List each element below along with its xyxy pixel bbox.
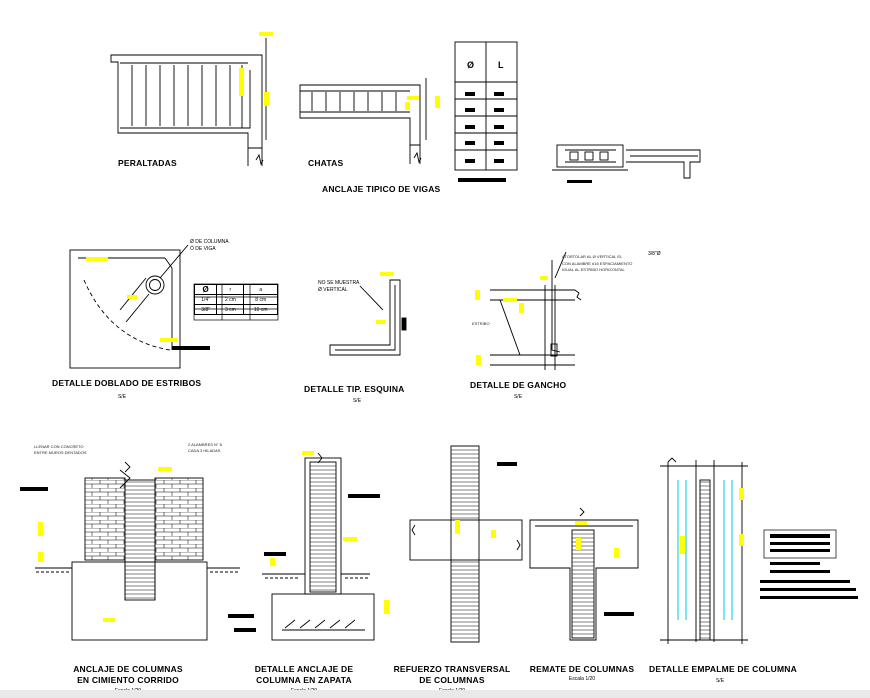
bend-header-diameter: Ø [193,284,218,295]
scale-doblado: S/E [117,394,127,400]
bend-cell: 3/8" [193,304,218,315]
title-zapata-line1: DETALLE ANCLAJE DE [254,664,354,674]
note-no-se-muestra: NO SE MUESTRA [318,280,360,286]
title-remate: REMATE DE COLUMNAS [529,664,635,674]
title-zapata-line2: COLUMNA EN ZAPATA [256,675,352,685]
note-con-alambre: CON ALAMBRE #16 ESPACIAMIENTO [562,261,633,266]
footing-detail-drawing [262,452,375,641]
title-chatas: CHATAS [308,158,344,168]
bend-table: Ø r a 1/4" 2 cm 8 cm 3/8" 3 cm 10 cm [193,284,278,315]
title-peraltadas: PERALTADAS [118,158,177,168]
bend-cell: 8 cm [243,294,278,305]
title-empalme: DETALLE EMPALME DE COLUMNA [649,664,797,674]
note-igual: IGUAL AL ESTRIBO HORIZONTAL [562,267,625,272]
bottom-scrollbar[interactable] [0,690,870,698]
scale-remate: Escala 1/20 [568,676,596,682]
title-tip-esquina: DETALLE TIP. ESQUINA [304,384,405,394]
bend-header-a: a [243,284,278,295]
scale-empalme: S/E [715,678,725,684]
note-vertical: Ø VERTICAL [318,287,348,293]
bend-cell: 1/4" [193,294,218,305]
note-entre-muros: ENTRE MUROS DENTADOS [34,450,87,455]
bend-table-row: 1/4" 2 cm 8 cm [193,294,278,305]
anchor-header-diameter: Ø [467,60,475,70]
scale-esquina: S/E [352,398,362,404]
peraltadas-drawing [110,38,267,166]
bend-cell: 10 cm [243,304,278,315]
bend-cell: 3 cm [216,304,245,315]
note-diam-viga: Ó DE VIGA [190,246,216,252]
note-cada: CADA 3 HILADAS [188,448,221,453]
note-alambres: 2 ALAMBRES N° 8 [188,442,222,447]
title-transversal-line2: DE COLUMNAS [419,675,485,685]
title-cimiento-line2: EN CIMIENTO CORRIDO [77,675,179,685]
transverse-reinforcement-drawing [409,445,523,643]
stirrup-bend-drawing [69,244,189,369]
anchor-length-table [454,41,518,171]
title-transversal-line1: REFUERZO TRANSVERSAL [393,664,511,674]
chatas-drawing [299,78,427,164]
bend-header-r: r [216,284,245,295]
title-gancho: DETALLE DE GANCHO [470,380,567,390]
scale-gancho: S/E [513,394,523,400]
yellow-dimension-marks [38,32,744,622]
black-label-bars [20,92,858,632]
hook-detail-drawing [490,251,582,370]
note-diam-columna: Ø DE COLUMNA [190,239,229,245]
note-llenar: LLENAR CON CONCRETO [34,444,84,449]
title-anclaje-vigas: ANCLAJE TIPICO DE VIGAS [322,184,441,194]
column-cap-drawing [529,507,639,641]
splice-cyan-lines [677,480,733,620]
anchor-header-length: L [498,60,504,70]
note-atortolar: ATORTOLAR AL Ø VERTICAL EL [562,254,623,259]
splice-detail-drawing [660,457,748,644]
beam-section-detail [552,144,701,179]
title-cimiento-line1: ANCLAJE DE COLUMNAS [73,664,183,674]
title-doblado-estribos: DETALLE DOBLADO DE ESTRIBOS [52,378,202,388]
note-fraction: 3/8"Ø [648,251,661,257]
strip-footing-drawing [35,461,240,641]
bend-cell: 2 cm [216,294,245,305]
bend-table-row: 3/8" 3 cm 10 cm [193,304,278,315]
note-estribo: ESTRIBO [472,321,490,326]
bend-table-header: Ø r a [193,284,278,295]
corner-detail-drawing [329,279,407,356]
